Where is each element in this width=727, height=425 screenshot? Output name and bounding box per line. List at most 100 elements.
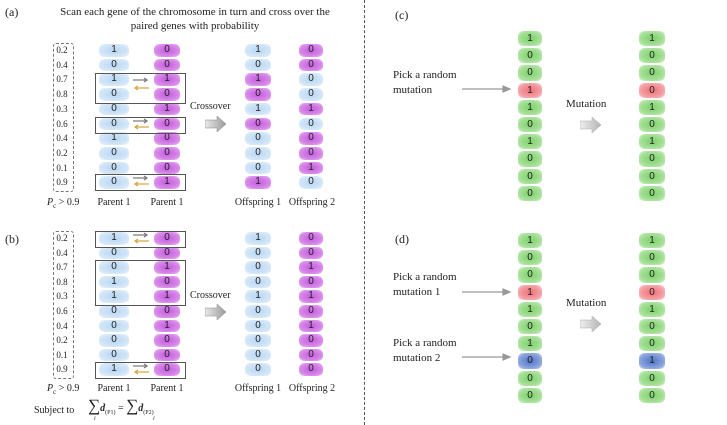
- gene-cell: 0: [97, 260, 131, 275]
- probability-value: 0.8: [56, 276, 68, 287]
- panel-label-c: (c): [395, 8, 409, 22]
- gene-value: 0: [255, 305, 261, 316]
- gene-cell: 1: [97, 289, 131, 304]
- gene-cell: 1: [516, 301, 544, 318]
- gene-cell: 1: [516, 232, 544, 249]
- gene-value: 0: [649, 50, 655, 62]
- gene-value: 0: [527, 372, 533, 384]
- gene-cell: 0: [516, 64, 544, 81]
- gene-value: 0: [308, 363, 314, 375]
- gene-cell: 1: [152, 289, 182, 304]
- gene-value: 0: [164, 146, 170, 158]
- gene-cell: 0: [97, 319, 131, 334]
- probability-value: 0.2: [56, 147, 68, 158]
- gene-cell: 0: [97, 58, 131, 73]
- gene-cell: 0: [297, 43, 325, 58]
- gene-cell: 0: [297, 72, 325, 87]
- gene-cell: 1: [243, 231, 273, 246]
- gene-cell: 0: [637, 64, 667, 81]
- gene-cell: 1: [152, 102, 182, 117]
- probability-value: 0.4: [56, 59, 68, 70]
- probability-value: 0.9: [56, 364, 68, 375]
- crossover-arrow-icon: [205, 304, 227, 320]
- probability-value: 0.2: [56, 45, 68, 55]
- gene-value: 0: [255, 275, 261, 287]
- probability-value: 0.6: [56, 118, 68, 129]
- gene-value: 0: [255, 246, 261, 258]
- gene-cell: 0: [516, 318, 544, 335]
- parent1-label-a: Parent 1: [97, 197, 131, 208]
- gene-value: 1: [111, 73, 117, 85]
- gene-value: 0: [111, 117, 117, 129]
- crossover-highlight-box: [95, 174, 186, 191]
- formula-index-2: i: [153, 416, 155, 422]
- gene-value: 1: [111, 132, 117, 144]
- gene-value: 1: [164, 319, 170, 331]
- gene-value: 0: [527, 269, 533, 281]
- gene-value: 1: [255, 232, 261, 243]
- gene-value: 0: [649, 321, 655, 332]
- gene-value: 0: [527, 67, 533, 79]
- gene-value: 0: [164, 348, 170, 360]
- gene-value: 1: [111, 290, 117, 302]
- gene-cell: 1: [516, 82, 544, 99]
- gene-value: 0: [255, 58, 261, 70]
- gene-cell: 1: [637, 232, 667, 249]
- gene-value: 0: [164, 275, 170, 287]
- gene-cell: 0: [243, 87, 273, 102]
- parent1-label-b-2: Parent 1: [150, 383, 184, 394]
- gene-value: 1: [527, 101, 533, 113]
- gene-value: 1: [164, 73, 170, 85]
- gene-value: 0: [111, 58, 117, 70]
- gene-cell: 0: [516, 150, 544, 167]
- gene-cell: 0: [637, 284, 667, 301]
- gene-value: 1: [527, 235, 533, 246]
- probability-value: 0.4: [56, 133, 68, 144]
- gene-cell: 0: [297, 304, 325, 319]
- panel-label-d: (d): [395, 232, 409, 246]
- gene-value: 0: [308, 334, 314, 346]
- gene-cell: 1: [243, 43, 273, 58]
- gene-cell: 1: [297, 289, 325, 304]
- gene-cell: 1: [516, 335, 544, 352]
- crossover-label-a: Crossover: [190, 101, 231, 112]
- gene-value: 1: [164, 261, 170, 273]
- gene-cell: 0: [297, 131, 325, 146]
- gene-value: 0: [649, 84, 655, 96]
- gene-cell: 0: [243, 304, 273, 319]
- gene-value: 0: [308, 88, 314, 100]
- gene-value: 0: [527, 119, 533, 130]
- gene-cell: 1: [637, 133, 667, 150]
- parent1-label-b: Parent 1: [97, 383, 131, 394]
- crossover-highlight-box: [95, 362, 186, 379]
- gene-cell: 0: [637, 249, 667, 266]
- gene-cell: 1: [297, 260, 325, 275]
- gene-cell: 0: [516, 185, 544, 202]
- crossover-highlight-box: [95, 73, 186, 104]
- crossover-highlight-box: [95, 117, 186, 134]
- gene-cell: 0: [97, 246, 131, 261]
- gene-cell: 1: [297, 161, 325, 176]
- gene-cell: 1: [243, 72, 273, 87]
- gene-cell: 0: [152, 246, 182, 261]
- panel-label-a: (a): [5, 5, 19, 19]
- mutation-label-c: Mutation: [566, 98, 607, 110]
- gene-value: 0: [111, 261, 117, 273]
- gene-cell: 0: [243, 161, 273, 176]
- panel-divider: [364, 0, 365, 425]
- probability-value: 0.7: [56, 262, 68, 273]
- gene-value: 1: [255, 73, 261, 85]
- gene-value: 0: [308, 132, 314, 144]
- gene-value: 0: [649, 187, 655, 199]
- gene-cell: 1: [516, 133, 544, 150]
- gene-value: 0: [308, 73, 314, 85]
- gene-value: 1: [649, 33, 655, 44]
- gene-value: 0: [255, 161, 261, 173]
- gene-value: 0: [649, 119, 655, 130]
- gene-cell: 1: [97, 131, 131, 146]
- gene-cell: 0: [243, 131, 273, 146]
